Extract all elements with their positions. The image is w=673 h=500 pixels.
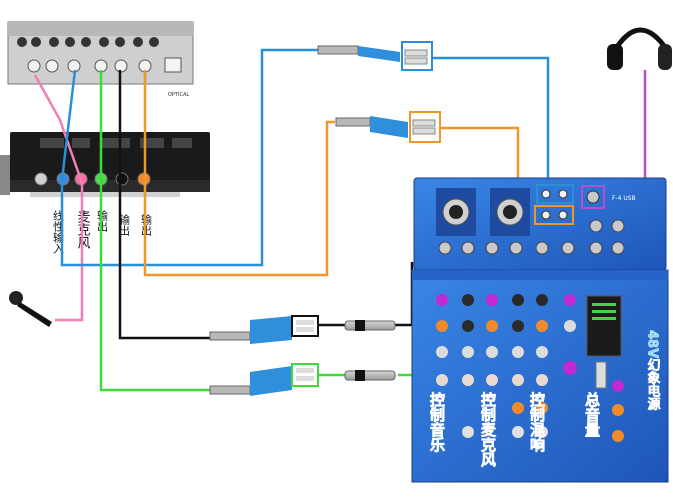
mixer-label-phantom-power: 48V幻象电源 xyxy=(645,330,661,412)
mixer-xlr-inputs xyxy=(436,188,530,236)
cable-orange xyxy=(143,70,335,277)
svg-text:OPTICAL: OPTICAL xyxy=(168,92,189,98)
mixer-model: F-4 USB xyxy=(612,195,636,202)
mixer-label-reverb: 控制混响 xyxy=(528,391,546,453)
cable-purple xyxy=(602,70,647,198)
rca-plug-green xyxy=(209,363,396,396)
cable-black xyxy=(118,70,210,340)
soundcard-pci-board xyxy=(0,132,210,197)
mixer-knobs xyxy=(436,294,624,442)
cable-blue xyxy=(60,48,318,267)
rca-plug-black xyxy=(209,315,396,344)
mixer-label-mic: 控制麦克风 xyxy=(479,391,497,468)
mixer-label-master-volume: 总音量 xyxy=(583,391,601,437)
soundcard-rear-panel: OPTICAL xyxy=(7,21,194,98)
cable-green xyxy=(99,70,210,392)
cable-pink xyxy=(33,74,84,322)
rca-plug-orange xyxy=(335,111,441,143)
rca-plug-blue-top xyxy=(317,41,433,71)
headphones-icon xyxy=(607,27,672,70)
microphone-icon xyxy=(9,291,52,327)
mixer: F-4 USB 控制音乐 控制麦克风 控制混响 总音量 48V幻象电源 xyxy=(411,177,669,483)
mixer-label-music: 控制音乐 xyxy=(428,391,446,453)
